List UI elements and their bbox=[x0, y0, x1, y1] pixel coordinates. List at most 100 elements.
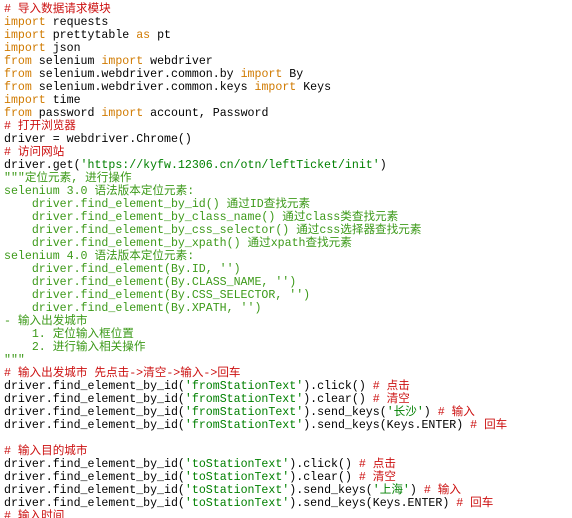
code-token-string: 'toStationText' bbox=[184, 497, 290, 510]
code-line: driver.find_element_by_id('toStationText… bbox=[4, 497, 507, 510]
code-token-comment: # 点击 bbox=[358, 458, 396, 471]
code-token-default: driver.find_element_by_id( bbox=[4, 393, 185, 406]
code-token-default: Keys bbox=[296, 81, 332, 94]
code-token-keyword: import bbox=[101, 55, 144, 68]
code-token-comment: # 打开浏览器 bbox=[4, 120, 76, 133]
code-token-default: ).send_keys(Keys.ENTER) bbox=[289, 497, 457, 510]
code-token-docstring: selenium 3.0 语法版本定位元素: bbox=[4, 185, 195, 198]
code-token-keyword: import bbox=[4, 94, 46, 107]
code-line: # 打开浏览器 bbox=[4, 120, 507, 133]
code-token-default: driver.find_element_by_id( bbox=[4, 406, 185, 419]
code-token-keyword: from bbox=[4, 81, 32, 94]
code-token-default: ) bbox=[379, 159, 387, 172]
code-token-comment: # 导入数据请求模块 bbox=[4, 3, 111, 16]
code-line: driver.find_element_by_id('toStationText… bbox=[4, 484, 507, 497]
code-token-keyword: as bbox=[136, 29, 151, 42]
code-line: driver = webdriver.Chrome() bbox=[4, 133, 507, 146]
code-line: driver.find_element(By.CSS_SELECTOR, '') bbox=[4, 289, 507, 302]
code-token-comment: # 清空 bbox=[358, 471, 396, 484]
code-token-docstring: driver.find_element(By.XPATH, '') bbox=[4, 302, 262, 315]
code-token-default: ) bbox=[409, 484, 424, 497]
code-line: # 输入时间 bbox=[4, 510, 507, 518]
code-line: driver.find_element_by_id('fromStationTe… bbox=[4, 380, 507, 393]
code-token-default: driver.find_element_by_id( bbox=[4, 380, 185, 393]
code-token-comment: # 点击 bbox=[372, 380, 410, 393]
code-token-default: ).click() bbox=[303, 380, 373, 393]
code-token-keyword: import bbox=[254, 81, 297, 94]
code-line: """定位元素, 进行操作 bbox=[4, 172, 507, 185]
code-token-default: driver.find_element_by_id( bbox=[4, 419, 185, 432]
code-line: driver.find_element_by_id() 通过ID查找元素 bbox=[4, 198, 507, 211]
code-token-keyword: import bbox=[240, 68, 283, 81]
code-token-default: password bbox=[31, 107, 102, 120]
code-line: driver.find_element_by_id('fromStationTe… bbox=[4, 406, 507, 419]
code-token-default: ).click() bbox=[289, 458, 359, 471]
code-token-default: ) bbox=[423, 406, 438, 419]
code-line: from selenium.webdriver.common.by import… bbox=[4, 68, 507, 81]
code-token-default: driver.find_element_by_id( bbox=[4, 471, 185, 484]
code-line bbox=[4, 432, 507, 445]
code-token-docstring: driver.find_element_by_class_name() 通过cl… bbox=[4, 211, 399, 224]
code-line: selenium 3.0 语法版本定位元素: bbox=[4, 185, 507, 198]
code-token-docstring: """ bbox=[4, 354, 25, 367]
code-line: driver.find_element_by_id('fromStationTe… bbox=[4, 419, 507, 432]
code-token-comment: # 清空 bbox=[372, 393, 410, 406]
code-token-string: '上海' bbox=[372, 484, 410, 497]
code-token-docstring: driver.find_element(By.ID, '') bbox=[4, 263, 241, 276]
code-token-default: ).send_keys( bbox=[289, 484, 373, 497]
code-line: import time bbox=[4, 94, 507, 107]
code-token-default: By bbox=[282, 68, 304, 81]
code-token-string: 'https://kyfw.12306.cn/otn/leftTicket/in… bbox=[80, 159, 380, 172]
code-token-keyword: from bbox=[4, 55, 32, 68]
code-token-default: pt bbox=[150, 29, 171, 42]
code-token-keyword: import bbox=[4, 29, 46, 42]
code-token-string: 'fromStationText' bbox=[184, 393, 304, 406]
code-token-docstring: - 输入出发城市 bbox=[4, 315, 88, 328]
code-token-comment: # 回车 bbox=[470, 419, 508, 432]
code-token-comment: # 访问网站 bbox=[4, 146, 65, 159]
code-token-default: prettytable bbox=[45, 29, 137, 42]
code-token-default: ).send_keys( bbox=[303, 406, 387, 419]
code-line: driver.find_element(By.CLASS_NAME, '') bbox=[4, 276, 507, 289]
code-line: import requests bbox=[4, 16, 507, 29]
code-token-string: 'toStationText' bbox=[184, 484, 290, 497]
code-token-default: requests bbox=[45, 16, 109, 29]
code-token-default: selenium.webdriver.common.keys bbox=[31, 81, 255, 94]
code-token-comment: # 输入 bbox=[423, 484, 461, 497]
code-line: driver.find_element_by_id('toStationText… bbox=[4, 458, 507, 471]
code-line: import json bbox=[4, 42, 507, 55]
code-token-docstring: """定位元素, 进行操作 bbox=[4, 172, 132, 185]
code-line: driver.find_element_by_id('fromStationTe… bbox=[4, 393, 507, 406]
code-token-string: 'toStationText' bbox=[184, 458, 290, 471]
code-line: driver.find_element_by_class_name() 通过cl… bbox=[4, 211, 507, 224]
code-token-default: driver.find_element_by_id( bbox=[4, 484, 185, 497]
code-token-default: driver.get( bbox=[4, 159, 81, 172]
code-token-string: 'toStationText' bbox=[184, 471, 290, 484]
code-token-default: selenium.webdriver.common.by bbox=[31, 68, 241, 81]
code-token-default: driver.find_element_by_id( bbox=[4, 497, 185, 510]
code-token-docstring: driver.find_element_by_id() 通过ID查找元素 bbox=[4, 198, 311, 211]
code-line: # 访问网站 bbox=[4, 146, 507, 159]
code-line: # 输入出发城市 先点击->清空->输入->回车 bbox=[4, 367, 507, 380]
code-token-keyword: from bbox=[4, 107, 32, 120]
code-token-keyword: import bbox=[101, 107, 144, 120]
code-token-comment: # 输入目的城市 bbox=[4, 445, 88, 458]
code-token-comment: # 输入时间 bbox=[4, 510, 65, 518]
code-token-docstring: driver.find_element_by_css_selector() 通过… bbox=[4, 224, 422, 237]
code-token-default: webdriver bbox=[143, 55, 213, 68]
code-line: from password import account, Password bbox=[4, 107, 507, 120]
code-line: 1. 定位输入框位置 bbox=[4, 328, 507, 341]
code-line: driver.find_element_by_xpath() 通过xpath查找… bbox=[4, 237, 507, 250]
code-token-default: driver.find_element_by_id( bbox=[4, 458, 185, 471]
code-line: import prettytable as pt bbox=[4, 29, 507, 42]
code-token-string: 'fromStationText' bbox=[184, 419, 304, 432]
code-token-default: driver = webdriver.Chrome() bbox=[4, 133, 192, 146]
code-token-docstring: driver.find_element_by_xpath() 通过xpath查找… bbox=[4, 237, 352, 250]
code-token-default: selenium bbox=[31, 55, 102, 68]
code-token-comment: # 输入出发城市 先点击->清空->输入->回车 bbox=[4, 367, 241, 380]
code-token-string: 'fromStationText' bbox=[184, 406, 304, 419]
code-line: driver.find_element(By.ID, '') bbox=[4, 263, 507, 276]
code-line: selenium 4.0 语法版本定位元素: bbox=[4, 250, 507, 263]
